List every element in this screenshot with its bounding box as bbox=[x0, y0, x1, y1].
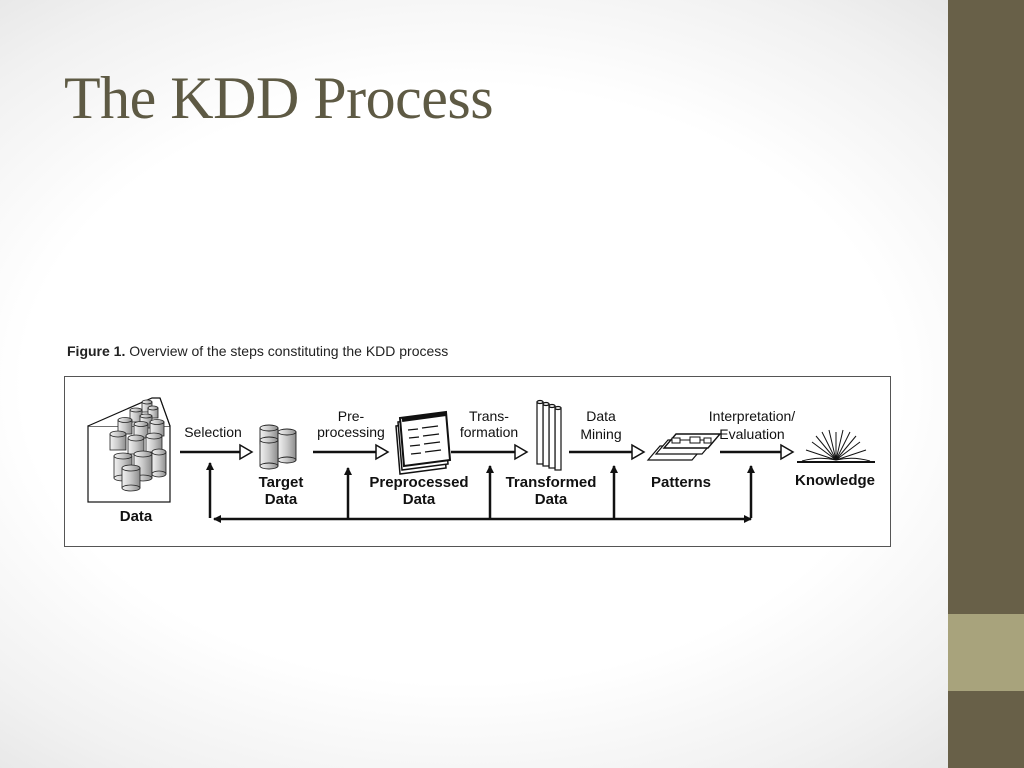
step-data-mining-label-1: Data bbox=[586, 408, 616, 424]
target-data-icon bbox=[259, 424, 297, 470]
database-cube-icon bbox=[87, 397, 171, 503]
arrow-interpretation bbox=[720, 443, 795, 461]
arrow-transformation bbox=[451, 443, 529, 461]
figure-caption-text: Overview of the steps constituting the K… bbox=[125, 343, 449, 359]
step-data-mining-label-2: Mining bbox=[580, 426, 621, 442]
transformed-data-icon bbox=[536, 399, 562, 471]
arrow-preprocessing bbox=[313, 443, 390, 461]
figure-caption: Figure 1. Overview of the steps constitu… bbox=[67, 343, 448, 359]
stage-transformed-data-label-2: Data bbox=[535, 491, 568, 508]
stage-patterns-label: Patterns bbox=[651, 474, 711, 491]
stage-preprocessed-data-label-1: Preprocessed bbox=[369, 474, 468, 491]
stage-knowledge-label: Knowledge bbox=[795, 472, 875, 489]
sidebar-accent-block bbox=[948, 614, 1024, 691]
step-transformation-label-1: Trans- bbox=[469, 408, 509, 424]
step-preprocessing-label-1: Pre- bbox=[338, 408, 365, 424]
step-interpretation-label-2: Evaluation bbox=[719, 426, 784, 442]
step-preprocessing-label-2: processing bbox=[317, 424, 385, 440]
patterns-icon bbox=[646, 433, 722, 461]
slide-title: The KDD Process bbox=[64, 65, 494, 131]
step-selection-label: Selection bbox=[184, 424, 242, 440]
stage-preprocessed-data-label-2: Data bbox=[403, 491, 436, 508]
stage-data-label: Data bbox=[120, 508, 153, 525]
feedback-loop-arrows bbox=[206, 462, 755, 523]
arrow-selection bbox=[180, 443, 254, 461]
open-book-icon bbox=[797, 429, 875, 463]
figure-caption-label: Figure 1. bbox=[67, 343, 126, 359]
arrow-data-mining bbox=[569, 443, 646, 461]
stage-target-data-label-2: Data bbox=[265, 491, 298, 508]
stage-target-data-label-1: Target bbox=[259, 474, 304, 491]
kdd-figure: Data Selection Target Data Pre- processi… bbox=[64, 376, 891, 547]
stage-transformed-data-label-1: Transformed bbox=[506, 474, 597, 491]
step-transformation-label-2: formation bbox=[460, 424, 518, 440]
figure-border bbox=[64, 376, 891, 547]
step-interpretation-label-1: Interpretation/ bbox=[709, 408, 795, 424]
document-stack-icon bbox=[395, 410, 452, 475]
